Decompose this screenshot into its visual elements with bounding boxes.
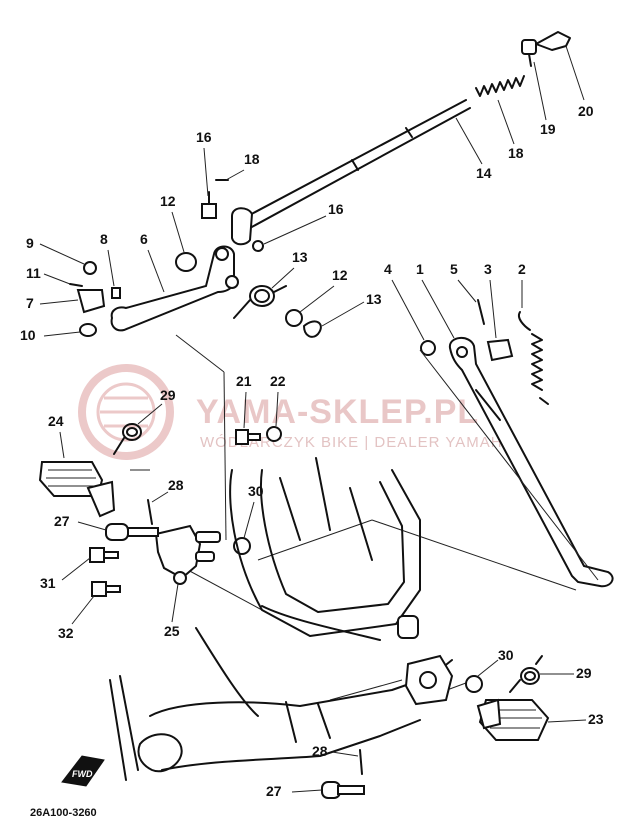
callout-11: 11 bbox=[26, 265, 41, 281]
callout-14: 13 bbox=[292, 249, 308, 265]
footrest-spring-right bbox=[509, 655, 543, 693]
callout-30-right: 30 bbox=[498, 647, 514, 663]
yamaha-logo-watermark bbox=[78, 364, 174, 460]
leader-lines bbox=[130, 334, 599, 701]
callout-2: 2 bbox=[518, 261, 526, 277]
callout-29-left: 29 bbox=[160, 387, 176, 403]
callout-9: 9 bbox=[26, 235, 34, 251]
callout-3: 3 bbox=[484, 261, 492, 277]
washer-23 bbox=[266, 426, 282, 442]
bolt-31 bbox=[89, 547, 119, 563]
stand-spring-2 bbox=[518, 311, 549, 405]
callout-19: 18 bbox=[508, 145, 524, 161]
callout-16: 16 bbox=[196, 129, 212, 145]
callout-28-right: 28 bbox=[312, 743, 328, 759]
callout-6: 6 bbox=[140, 231, 148, 247]
bolt-22 bbox=[235, 429, 261, 445]
frame bbox=[109, 457, 454, 781]
callout-31: 31 bbox=[40, 575, 56, 591]
drawing-code: 26A100-3260 bbox=[30, 807, 97, 819]
washer-30-right bbox=[465, 675, 483, 693]
callout-32: 32 bbox=[58, 625, 74, 641]
rod-spring bbox=[475, 75, 525, 97]
rod-joint bbox=[521, 31, 571, 67]
footrest-bracket-left bbox=[154, 524, 221, 585]
cotter-pin-28-right bbox=[359, 749, 363, 775]
side-stand bbox=[448, 337, 614, 588]
callout-27-right: 27 bbox=[266, 783, 282, 799]
washer-12-lower bbox=[285, 309, 303, 327]
lever-bracket-7 bbox=[69, 261, 121, 337]
nut-4 bbox=[420, 340, 436, 356]
callout-15: 14 bbox=[476, 165, 492, 181]
shift-lever bbox=[110, 245, 239, 332]
fwd-label: FWD bbox=[72, 769, 93, 779]
callout-29-right: 29 bbox=[576, 665, 592, 681]
callout-5: 5 bbox=[450, 261, 458, 277]
footrest-right bbox=[476, 698, 550, 741]
callout-18: 18 bbox=[244, 151, 260, 167]
callout-12-upper: 12 bbox=[160, 193, 176, 209]
callout-28-left: 28 bbox=[168, 477, 184, 493]
pin-27-right bbox=[321, 781, 365, 799]
callout-25: 24 bbox=[48, 413, 64, 429]
callout-26: 25 bbox=[164, 623, 180, 639]
circlip-13 bbox=[303, 320, 322, 338]
callout-10: 10 bbox=[20, 327, 36, 343]
callout-20: 19 bbox=[540, 121, 556, 137]
footrest-left bbox=[38, 461, 116, 518]
callout-7: 7 bbox=[26, 295, 34, 311]
callout-8: 8 bbox=[100, 231, 108, 247]
callout-22: 21 bbox=[236, 373, 252, 389]
shift-rod bbox=[243, 99, 471, 229]
callout-12-lower: 12 bbox=[332, 267, 348, 283]
callout-21: 20 bbox=[578, 103, 594, 119]
callout-24: 23 bbox=[588, 711, 604, 727]
bolt-32 bbox=[91, 581, 121, 597]
callout-30-left: 30 bbox=[248, 483, 264, 499]
watermark-title: YAMA-SKLEP.PL bbox=[196, 393, 479, 431]
washer-12-upper bbox=[175, 252, 197, 272]
cotter-pin-28-left bbox=[147, 499, 153, 525]
bolt-5 bbox=[477, 299, 485, 325]
fwd-arrow-icon: FWD bbox=[61, 755, 105, 787]
collar-3 bbox=[486, 338, 514, 362]
callout-4: 4 bbox=[384, 261, 392, 277]
rod-end-bracket bbox=[231, 207, 264, 252]
callout-17: 16 bbox=[328, 201, 344, 217]
callout-23: 22 bbox=[270, 373, 286, 389]
torsion-spring-14 bbox=[233, 285, 287, 319]
bolt-16 bbox=[201, 191, 217, 219]
callout-13: 13 bbox=[366, 291, 382, 307]
pin-27-left bbox=[105, 523, 159, 541]
callouts: 20 19 18 14 16 18 12 16 9 8 6 11 7 10 13… bbox=[20, 45, 604, 799]
footrest-spring-left bbox=[113, 423, 142, 455]
callout-1: 1 bbox=[416, 261, 424, 277]
callout-27-left: 27 bbox=[54, 513, 70, 529]
